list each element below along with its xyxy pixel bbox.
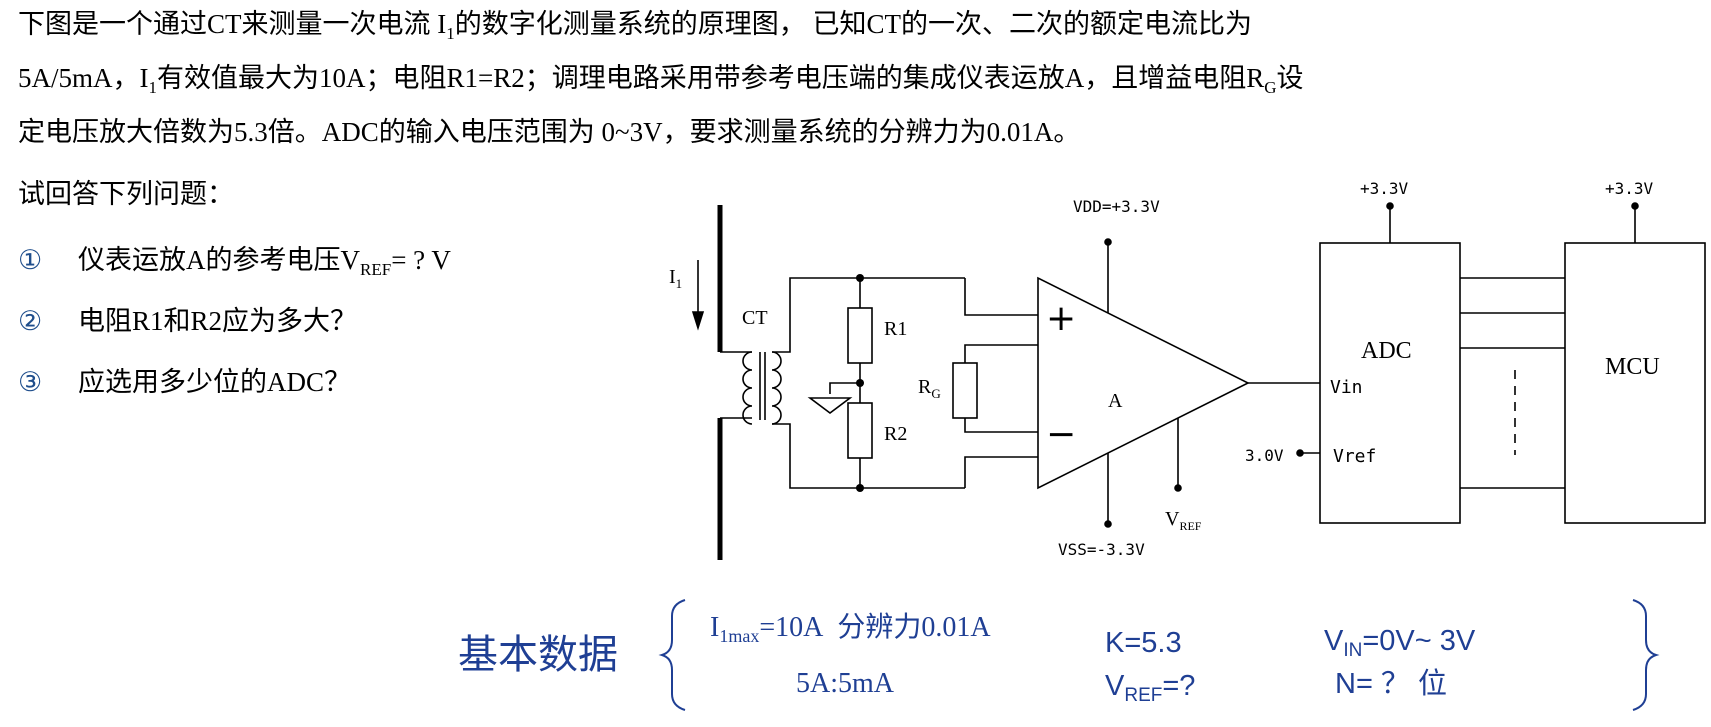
question-text-tail: = ? V xyxy=(391,245,451,275)
question-3: ③ 应选用多少位的ADC？ xyxy=(18,360,351,399)
adc-bits-unknown: N= ？ 位 xyxy=(1335,667,1447,700)
i1-label: I1 xyxy=(669,266,682,291)
ct-primary-coil xyxy=(742,351,753,425)
current-arrow-head xyxy=(691,311,705,331)
ground-wire xyxy=(829,382,860,394)
adc-vref-label: Vref xyxy=(1333,446,1376,467)
problem-line-3: 定电压放大倍数为5.3倍。ADC的输入电压范围为 0~3V，要求测量系统的分辨力… xyxy=(18,110,1080,154)
ct-ratio: 5A:5mA xyxy=(796,668,895,699)
mcu-label: MCU xyxy=(1605,354,1660,380)
wire-rg-top xyxy=(964,344,1038,363)
mcu-supply-label: +3.3V xyxy=(1605,179,1654,198)
wire-rg-bottom xyxy=(964,418,1038,433)
question-text: 应选用多少位的ADC？ xyxy=(78,367,352,397)
wire-ct-top xyxy=(772,277,860,353)
line2-subscript-g: G xyxy=(1264,78,1277,97)
question-1: ① 仪表运放A的参考电压VREF= ? V xyxy=(18,238,451,280)
wire-ct-bottom xyxy=(772,423,860,489)
resistor-r1 xyxy=(847,307,873,364)
rg-label: RG xyxy=(918,376,941,401)
op-amp-a xyxy=(1037,276,1250,490)
wire-minus-input xyxy=(964,456,1038,488)
minus-input-sign: − xyxy=(1046,414,1076,455)
vss-label: VSS=-3.3V xyxy=(1058,540,1145,559)
question-subscript: REF xyxy=(360,260,392,279)
basic-data-title: 基本数据 xyxy=(458,632,618,677)
line2-subscript: 1 xyxy=(148,78,158,97)
adc-label: ADC xyxy=(1361,338,1412,364)
question-number: ② xyxy=(18,306,43,336)
problem-line-1: 下图是一个通过CT来测量一次电流 I1的数字化测量系统的原理图， 已知CT的一次… xyxy=(18,2,1252,56)
question-2: ② 电阻R1和R2应为多大？ xyxy=(18,299,357,338)
left-brace xyxy=(658,599,686,711)
line2-text-c: 设 xyxy=(1276,63,1304,93)
mcu-block xyxy=(1564,242,1706,524)
line1-text-a: 下图是一个通过CT来测量一次电流 I xyxy=(18,9,447,39)
right-brace xyxy=(1632,599,1660,711)
question-text: 电阻R1和R2应为多大？ xyxy=(78,306,358,336)
ct-label: CT xyxy=(742,307,768,329)
adc-vref-value: 3.0V xyxy=(1245,446,1284,465)
adc-supply-label: +3.3V xyxy=(1360,179,1409,198)
r2-label: R2 xyxy=(884,423,907,445)
ct-secondary-coil xyxy=(771,351,782,425)
ground-symbol xyxy=(807,397,853,414)
plus-input-sign: + xyxy=(1046,298,1076,339)
line1-subscript: 1 xyxy=(446,24,455,43)
question-number: ③ xyxy=(18,367,43,397)
adc-vin-label: Vin xyxy=(1330,377,1363,398)
vdd-label: VDD=+3.3V xyxy=(1073,197,1160,216)
line2-text-a: 5A/5mA，I xyxy=(18,63,149,93)
line1-text-b: 的数字化测量系统的原理图， 已知CT的一次、二次的额定电流比为 xyxy=(454,9,1253,39)
gain-k: K=5.3 xyxy=(1105,627,1182,659)
line3-text: 定电压放大倍数为5.3倍。ADC的输入电压范围为 0~3V，要求测量系统的分辨力… xyxy=(18,117,1081,147)
r1-label: R1 xyxy=(884,318,907,340)
vin-range: VIN=0V~ 3V xyxy=(1324,625,1476,661)
resistor-r2 xyxy=(847,402,873,459)
amp-label: A xyxy=(1108,390,1123,412)
wire-plus-input xyxy=(964,278,1038,316)
line2-text-b: 有效值最大为10A；电阻R1=R2；调理电路采用带参考电压端的集成仪表运放A，且… xyxy=(157,63,1265,93)
vref-label: VREF xyxy=(1165,508,1202,533)
prompt-text: 试回答下列问题： xyxy=(18,179,234,209)
question-prompt: 试回答下列问题： xyxy=(18,172,234,216)
question-text: 仪表运放A的参考电压V xyxy=(78,245,360,275)
problem-line-2: 5A/5mA，I1有效值最大为10A；电阻R1=R2；调理电路采用带参考电压端的… xyxy=(18,56,1304,110)
question-number: ① xyxy=(18,245,43,275)
vref-unknown: VREF=? xyxy=(1105,670,1195,706)
resistor-rg xyxy=(952,362,978,419)
